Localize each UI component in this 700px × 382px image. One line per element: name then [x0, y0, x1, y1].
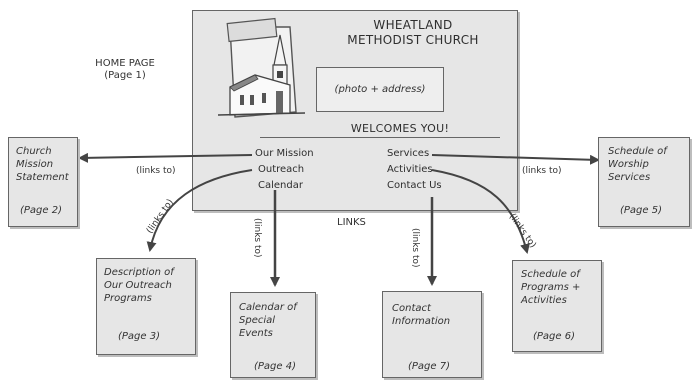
link-our-mission[interactable]: Our Mission [255, 148, 314, 159]
welcome-underline [260, 137, 500, 138]
church-illustration-icon [217, 17, 306, 118]
page-2-line1: Church [16, 146, 52, 157]
page-4-line2: Special [239, 315, 276, 326]
home-page-number: (Page 1) [104, 70, 146, 81]
arrow-outreach [146, 169, 253, 252]
links-to-label-mission: (links to) [136, 166, 176, 176]
church-title-line2: METHODIST CHURCH [347, 33, 479, 47]
links-caption: LINKS [337, 217, 366, 228]
page-6-line2: Programs + [521, 282, 581, 293]
page-5-line3: Services [608, 172, 651, 183]
photo-address-text: (photo + address) [334, 84, 426, 95]
page-7-line2: Information [392, 316, 451, 327]
links-to-label-calendar: (links to) [252, 218, 262, 258]
link-services[interactable]: Services [387, 148, 430, 159]
link-activities[interactable]: Activities [387, 164, 433, 175]
link-calendar[interactable]: Calendar [258, 180, 303, 191]
page-7-line1: Contact [392, 303, 431, 314]
page-5-box [598, 137, 690, 227]
page-4-box [230, 292, 316, 378]
arrow-services [431, 154, 600, 165]
page-6-line3: Activities [521, 295, 567, 306]
photo-address-placeholder [316, 67, 444, 112]
home-page-label-text: HOME PAGE [95, 58, 155, 69]
link-outreach[interactable]: Outreach [258, 164, 305, 175]
church-title-line1: WHEATLAND [373, 18, 453, 32]
arrow-mission [78, 152, 253, 163]
page-2-line2: Mission [16, 159, 54, 170]
page-5-line2: Worship [608, 159, 649, 170]
page-5-number: (Page 5) [620, 205, 663, 216]
page-4-text: Calendar of Special Events [239, 301, 315, 340]
page-5-text: Schedule of Worship Services [608, 145, 688, 184]
church-title: WHEATLAND METHODIST CHURCH [318, 18, 508, 48]
page-3-text: Description of Our Outreach Programs [104, 266, 194, 305]
page-3-box [96, 258, 196, 355]
page-2-text: Church Mission Statement [16, 145, 76, 184]
page-4-number: (Page 4) [254, 361, 297, 372]
page-6-number: (Page 6) [533, 331, 576, 342]
page-2-box [8, 137, 78, 227]
page-2-number: (Page 2) [20, 205, 63, 216]
page-3-line1: Description of [104, 267, 174, 278]
welcome-text: WELCOMES YOU! [350, 122, 450, 135]
arrow-activities [431, 169, 530, 254]
page-6-box [512, 260, 602, 352]
page-3-number: (Page 3) [118, 331, 161, 342]
link-contact-us[interactable]: Contact Us [387, 180, 442, 191]
page-7-text: Contact Information [392, 302, 480, 328]
page-3-line3: Programs [104, 293, 152, 304]
page-3-line2: Our Outreach [104, 280, 172, 291]
page-4-line3: Events [239, 328, 273, 339]
page-6-text: Schedule of Programs + Activities [521, 268, 601, 307]
home-page-label: HOME PAGE (Page 1) [70, 58, 180, 82]
links-to-label-services: (links to) [522, 166, 562, 176]
page-5-line1: Schedule of [608, 146, 667, 157]
links-to-label-contact: (links to) [410, 228, 420, 268]
page-2-line3: Statement [16, 172, 69, 183]
page-7-box [382, 291, 482, 378]
page-4-line1: Calendar of [239, 302, 297, 313]
page-6-line1: Schedule of [521, 269, 580, 280]
page-7-number: (Page 7) [408, 361, 451, 372]
